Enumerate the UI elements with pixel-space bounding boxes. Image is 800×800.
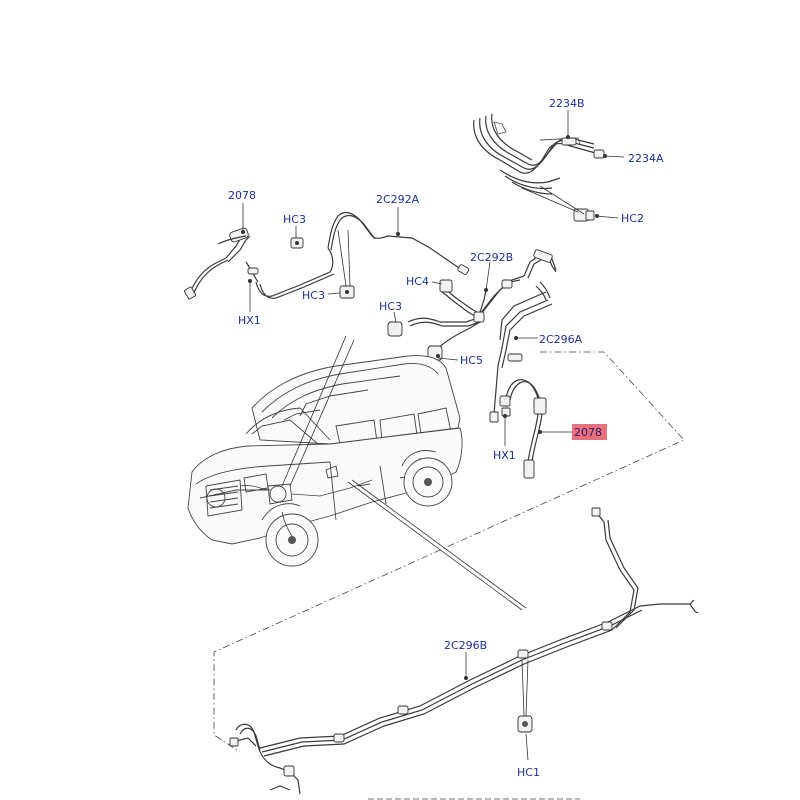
highlight-2078-box xyxy=(572,424,607,440)
label-HC3-left[interactable]: HC3 xyxy=(379,300,402,313)
hose-2078-right xyxy=(499,379,547,479)
pipe-2C292A xyxy=(327,211,470,275)
label-2234B[interactable]: 2234B xyxy=(549,97,585,110)
label-HC3-mid[interactable]: HC3 xyxy=(302,289,325,302)
label-HC4[interactable]: HC4 xyxy=(406,275,429,288)
label-2234A[interactable]: 2234A xyxy=(628,152,664,165)
pipe-group-2234 xyxy=(473,113,605,222)
label-HC1[interactable]: HC1 xyxy=(517,766,540,779)
pipe-set-2C296B xyxy=(229,507,699,795)
label-HC5[interactable]: HC5 xyxy=(460,354,483,367)
label-HC3-top[interactable]: HC3 xyxy=(283,213,306,226)
vehicle-outline xyxy=(187,355,463,567)
label-2078-left[interactable]: 2078 xyxy=(228,189,256,202)
pipe-set-2C296A xyxy=(489,249,557,423)
label-HC2[interactable]: HC2 xyxy=(621,212,644,225)
label-HX1-right[interactable]: HX1 xyxy=(493,449,516,462)
label-HX1-left[interactable]: HX1 xyxy=(238,314,261,327)
label-2C296B[interactable]: 2C296B xyxy=(444,639,487,652)
label-2C296A[interactable]: 2C296A xyxy=(539,333,583,346)
label-2C292A[interactable]: 2C292A xyxy=(376,193,420,206)
hose-2078-left xyxy=(183,227,335,300)
label-2078-right[interactable]: 2078 xyxy=(574,426,602,439)
label-2C292B[interactable]: 2C292B xyxy=(470,251,513,264)
